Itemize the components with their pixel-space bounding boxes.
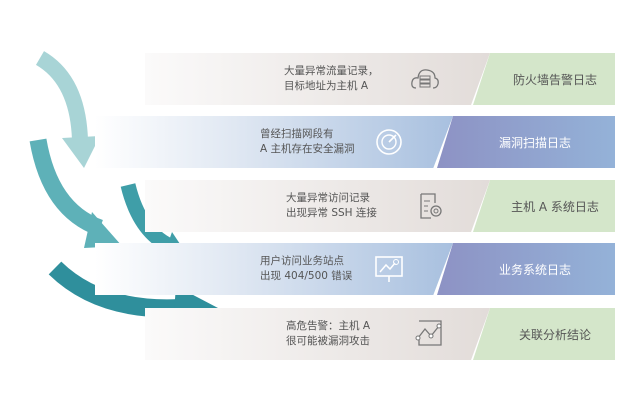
row-5-line-2: 很可能被漏洞攻击 (286, 335, 370, 347)
row-3-text: 大量异常访问记录出现异常 SSH 连接 (286, 191, 377, 221)
line-chart-icon (415, 320, 442, 346)
row-3-label: 主机 A 系统日志 (511, 200, 599, 214)
row-5-label: 关联分析结论 (518, 328, 591, 342)
row-1-text: 大量异常流量记录， 目标地址为主机 A (284, 64, 379, 94)
source-host-system-log (473, 180, 615, 232)
row-3-line-1: 大量异常访问记录 (286, 192, 370, 204)
row-3-line-2: 出现异常 SSH 连接 (286, 207, 377, 219)
correlation-conclusion (473, 308, 615, 360)
monitor-chart-icon (375, 256, 403, 282)
row-3-band (145, 180, 490, 232)
row-4-label: 业务系统日志 (498, 263, 571, 277)
row-2-line-2: A 主机存在安全漏洞 (260, 143, 355, 155)
row-4-line-1: 用户访问业务站点 (260, 255, 344, 267)
source-vuln-scan-log (437, 116, 615, 168)
row-1-line-2: 目标地址为主机 A (284, 80, 369, 92)
arrow-1 (35, 51, 100, 168)
radar-scan-icon (376, 129, 402, 155)
row-2-line-1: 曾经扫描网段有 (260, 128, 334, 140)
row-1-label: 防火墙告警日志 (512, 73, 597, 87)
document-gear-icon (420, 193, 442, 219)
cloud-server-icon (411, 69, 439, 89)
source-firewall-log (473, 53, 615, 105)
row-2-label: 漏洞扫描日志 (498, 136, 571, 150)
row-4-text: 用户访问业务站点出现 404/500 错误 (260, 254, 352, 284)
row-4-band (95, 243, 453, 295)
row-1-line-1: 大量异常流量记录， (284, 65, 379, 77)
row-4-line-2: 出现 404/500 错误 (260, 270, 353, 282)
arrow-2 (29, 138, 122, 248)
row-5-line-1: 高危告警：主机 A (286, 320, 371, 332)
source-business-log (437, 243, 615, 295)
row-2-text: 曾经扫描网段有 A 主机存在安全漏洞 (260, 127, 355, 157)
row-5-text: 高危告警：主机 A 很可能被漏洞攻击 (286, 319, 370, 349)
row-1-band (145, 53, 490, 105)
row-2-band (95, 116, 453, 168)
